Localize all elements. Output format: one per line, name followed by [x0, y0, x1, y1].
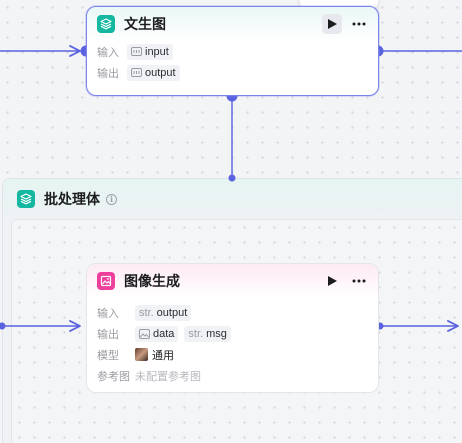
image-generation-node[interactable]: 图像生成 输入 str. output 输出 data str. msg 模型 — [86, 263, 379, 393]
layers-icon — [17, 190, 35, 208]
node-header[interactable]: 文生图 — [87, 7, 378, 41]
text-to-image-node[interactable]: 文生图 输入 input 输出 output — [86, 6, 379, 96]
output-msg-value: msg — [206, 327, 227, 340]
input-value: output — [156, 306, 188, 319]
object-type-icon — [131, 47, 142, 56]
reference-row: 参考图 未配置参考图 — [87, 365, 378, 386]
info-icon[interactable]: i — [106, 193, 117, 205]
tooltip-popover — [300, 0, 378, 8]
run-button[interactable] — [322, 271, 342, 291]
more-button[interactable] — [350, 14, 368, 34]
reference-placeholder: 未配置参考图 — [135, 370, 201, 383]
input-row: 输入 input — [87, 41, 378, 62]
batch-header[interactable]: 批处理体 i — [3, 179, 462, 219]
play-icon — [327, 276, 337, 286]
image-icon — [97, 272, 115, 290]
output-row: 输出 output — [87, 62, 378, 83]
input-label: 输入 — [97, 46, 119, 59]
reference-label: 参考图 — [97, 370, 130, 383]
node-header[interactable]: 图像生成 — [87, 264, 378, 298]
run-button[interactable] — [322, 14, 342, 34]
port-batch-left — [0, 322, 6, 330]
model-label: 模型 — [97, 349, 119, 362]
more-button[interactable] — [350, 271, 368, 291]
batch-title: 批处理体 — [44, 191, 100, 207]
model-row: 模型 通用 — [87, 344, 378, 365]
node-title: 图像生成 — [124, 273, 180, 289]
model-value[interactable]: 通用 — [152, 349, 174, 362]
string-type-prefix: str. — [188, 327, 204, 340]
more-horizontal-icon — [352, 22, 366, 26]
model-avatar — [135, 348, 148, 361]
port-batch-top — [228, 174, 236, 182]
output-label: 输出 — [97, 328, 119, 341]
input-row: 输入 str. output — [87, 302, 378, 323]
output-value: output — [145, 66, 176, 79]
layers-icon — [97, 15, 115, 33]
output-row: 输出 data str. msg — [87, 323, 378, 344]
output-label: 输出 — [97, 67, 119, 80]
node-title: 文生图 — [124, 16, 166, 32]
input-label: 输入 — [97, 307, 119, 320]
output-data-value: data — [153, 327, 175, 340]
input-value: input — [145, 45, 169, 58]
object-type-icon — [131, 68, 142, 77]
output-data-chip[interactable]: data — [135, 325, 179, 342]
string-type-prefix: str. — [139, 306, 154, 319]
output-chip[interactable]: output — [127, 64, 180, 81]
output-msg-chip[interactable]: str. msg — [184, 325, 231, 342]
input-chip[interactable]: str. output — [135, 304, 192, 321]
input-chip[interactable]: input — [127, 43, 173, 60]
image-type-icon — [139, 328, 150, 339]
play-icon — [327, 19, 337, 29]
more-horizontal-icon — [352, 279, 366, 283]
